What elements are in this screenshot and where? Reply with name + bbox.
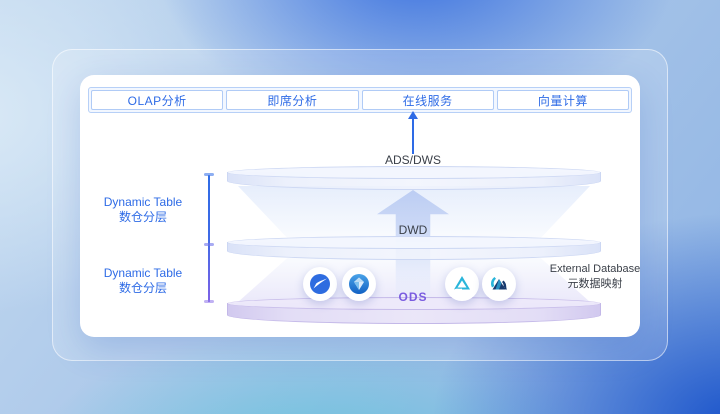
app-box-adhoc: 即席分析 [226,90,359,110]
dwd-label: DWD [398,223,428,237]
dwd-disk [227,236,601,260]
dynamic-table-lower-line1: Dynamic Table [103,266,183,280]
external-database-label: External Database 元数据映射 [530,262,660,292]
ads-dws-label: ADS/DWS [384,153,441,167]
application-row: OLAP分析 即席分析 在线服务 向量计算 [88,87,632,113]
app-box-online-service: 在线服务 [361,90,494,110]
dynamic-table-label-lower: Dynamic Table 数仓分层 [93,266,193,296]
dynamic-table-label-upper: Dynamic Table 数仓分层 [93,195,193,225]
ods-disk [227,297,601,324]
up-arrow-icon [408,111,418,119]
ods-label: ODS [398,290,428,304]
mountain-sync-icon [482,267,516,301]
external-database-line1: External Database [549,263,641,275]
up-arrow-line [412,119,414,154]
dynamic-table-upper-line1: Dynamic Table [103,195,183,209]
app-box-olap: OLAP分析 [91,90,224,110]
bracket-tick-bottom [204,300,214,303]
dynamic-table-lower-line2: 数仓分层 [118,281,167,295]
dynamic-table-upper-line2: 数仓分层 [118,210,167,224]
gem-icon [342,267,376,301]
diagram-card: OLAP分析 即席分析 在线服务 向量计算 ADS/DWS DWD ODS [80,75,640,337]
delta-triangle-icon-glyph [454,276,470,290]
external-database-line2: 元数据映射 [567,278,623,290]
ads-dws-disk [227,166,601,190]
comet-icon [303,267,337,301]
mountain-sync-icon-glyph [490,277,507,290]
layer-bracket-line [208,175,210,302]
comet-icon-glyph [310,274,330,294]
delta-triangle-icon [445,267,479,301]
bracket-tick-middle [204,243,214,246]
gem-icon-glyph [349,274,369,294]
bracket-tick-top [204,173,214,176]
app-box-vector: 向量计算 [496,90,629,110]
